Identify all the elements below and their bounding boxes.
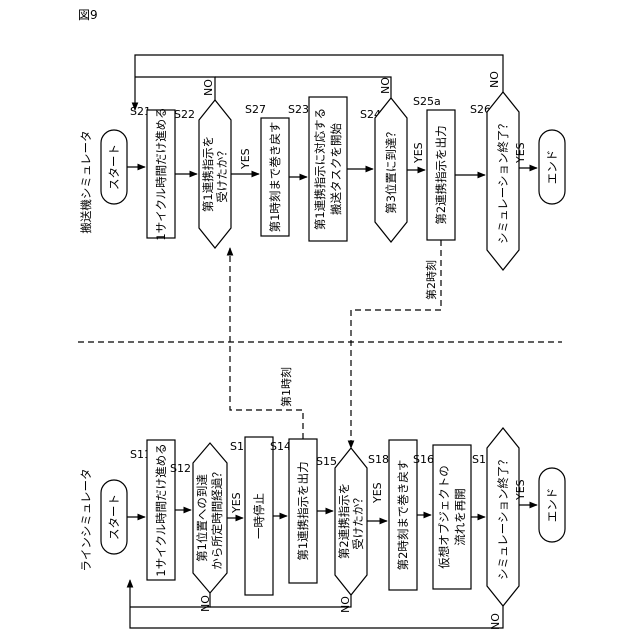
conveyor-s26-no: NO <box>488 71 501 88</box>
line-step-id-s18: S18 <box>368 453 389 466</box>
conveyor-s25a-box: 第2連携指示を出力 <box>427 110 455 240</box>
line-end-text: エンド <box>545 488 559 523</box>
conveyor-title: 搬送機シミュレータ <box>79 130 93 233</box>
line-start-terminal: スタート <box>101 480 127 554</box>
line-s15-text1: 第2連携指示を <box>337 483 351 559</box>
conveyor-start-text: スタート <box>107 144 121 190</box>
line-s15-no: NO <box>339 596 352 613</box>
line-s15-decision: 第2連携指示を 受けたか？ <box>335 448 367 595</box>
line-s13-box: 一時停止 <box>245 437 273 595</box>
conveyor-s25a-text: 第2連携指示を出力 <box>434 125 448 224</box>
conveyor-s26-text: シミュレーション終了？ <box>496 118 510 244</box>
conveyor-s27-text: 第1時刻まで巻き戻す <box>268 122 282 233</box>
conveyor-s23-text2: 搬送タスクを開始 <box>329 123 343 215</box>
conveyor-s26-yes: YES <box>514 142 527 164</box>
conveyor-s21-box: 1サイクル時間だけ進める <box>147 107 175 240</box>
figure-label: 図9 <box>78 6 98 23</box>
conveyor-s22-text2: 受けたか？ <box>215 145 229 203</box>
line-s11-text: 1サイクル時間だけ進める <box>154 443 168 576</box>
line-step-id-s15: S15 <box>316 455 337 468</box>
conveyor-step-id-s23: S23 <box>288 103 309 116</box>
line-s17-yes: YES <box>514 479 527 501</box>
conveyor-s22-text1: 第1連携指示を <box>201 136 215 212</box>
line-s16-text2: 流れを再開 <box>453 488 467 546</box>
conveyor-s21-text: 1サイクル時間だけ進める <box>154 107 168 240</box>
line-s17-text: シミュレーション終了？ <box>496 454 510 580</box>
line-s14a-box: 第1連携指示を出力 <box>289 439 317 583</box>
line-s12-text2: から所定時間経過？ <box>210 466 224 570</box>
conveyor-s26-decision: シミュレーション終了？ <box>487 92 519 270</box>
time1-label: 第1時刻 <box>279 367 293 407</box>
conveyor-step-id-s22: S22 <box>174 108 195 121</box>
line-s12-yes: YES <box>230 492 243 514</box>
conveyor-s22-decision: 第1連携指示を 受けたか？ <box>199 100 231 248</box>
conveyor-step-id-s25a: S25a <box>413 95 441 108</box>
line-s13-text: 一時停止 <box>252 493 266 539</box>
line-step-id-s16: S16 <box>413 453 434 466</box>
conveyor-s23-text1: 第1連携指示に対応する <box>313 108 327 230</box>
line-s15-text2: 受けたか？ <box>351 492 365 550</box>
line-s11-box: 1サイクル時間だけ進める <box>147 440 175 580</box>
conveyor-s24-decision: 第3位置に到達？ <box>375 98 407 242</box>
time1-link <box>230 248 303 439</box>
line-s12-text1: 第1位置への到達 <box>195 474 209 562</box>
conveyor-s24-no: NO <box>379 77 392 94</box>
conveyor-end-terminal: エンド <box>539 130 565 204</box>
line-s16-box: 仮想オブジェクトの 流れを再開 <box>433 445 471 589</box>
line-s12-decision: 第1位置への到達 から所定時間経過？ <box>193 443 227 593</box>
line-start-text: スタート <box>107 494 121 540</box>
conveyor-s22-yes: YES <box>239 148 252 170</box>
line-s16-text1: 仮想オブジェクトの <box>437 465 451 569</box>
conveyor-s22-no: NO <box>202 79 215 96</box>
line-step-id-s12: S12 <box>170 462 191 475</box>
conveyor-s23-box: 第1連携指示に対応する 搬送タスクを開始 <box>309 97 347 241</box>
conveyor-end-text: エンド <box>545 150 559 185</box>
conveyor-s24-yes: YES <box>412 142 425 164</box>
line-s17-decision: シミュレーション終了？ <box>487 428 519 606</box>
line-s15-yes: YES <box>371 482 384 504</box>
line-end-terminal: エンド <box>539 468 565 542</box>
conveyor-s24-text: 第3位置に到達？ <box>384 126 398 214</box>
conveyor-s27-box: 第1時刻まで巻き戻す <box>261 118 289 236</box>
line-s18-text: 第2時刻まで巻き戻す <box>396 460 410 571</box>
conveyor-step-id-s27: S27 <box>245 103 266 116</box>
line-title: ラインシミュレータ <box>79 468 93 571</box>
line-s14a-text: 第1連携指示を出力 <box>296 461 310 560</box>
conveyor-start-terminal: スタート <box>101 130 127 204</box>
time2-label: 第2時刻 <box>424 260 438 300</box>
